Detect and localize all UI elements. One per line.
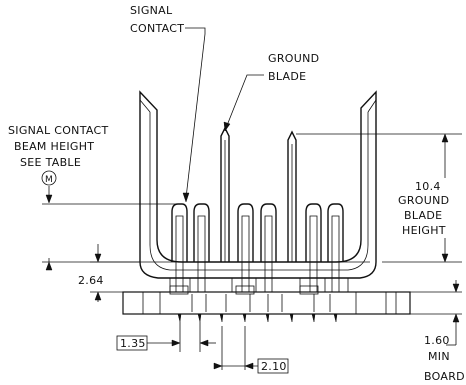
beam-height-label-line3: SEE TABLE: [20, 156, 81, 169]
ground-blades: [220, 126, 297, 262]
ground-blade-label-line2: BLADE: [268, 70, 306, 83]
board-label-line2: BOARD: [424, 370, 465, 383]
ground-height-label-line1: GROUND: [398, 194, 449, 207]
dim-pitch-a: 1.35: [120, 337, 146, 350]
pcb-board: [122, 285, 411, 315]
signal-contact-callout: SIGNAL CONTACT: [130, 4, 206, 203]
signal-contacts: [171, 203, 344, 262]
signal-contact-label-line1: SIGNAL: [130, 4, 173, 17]
pin-tips: [177, 313, 338, 323]
connector-housing: [139, 90, 377, 279]
contact-tails: [169, 262, 349, 295]
beam-height-label-line2: BEAM HEIGHT: [14, 140, 94, 153]
dim-left-height: 2.64: [78, 274, 104, 287]
signal-contact-label-line2: CONTACT: [130, 22, 184, 35]
dim-pitch-b: 2.10: [261, 360, 287, 373]
board-value: 1.60: [424, 334, 450, 347]
dim-2-64: 2.64: [78, 244, 140, 302]
m-symbol: M: [45, 175, 53, 185]
ground-height-value: 10.4: [415, 180, 441, 193]
board-thickness-dimension: 1.60 MIN BOARD: [410, 280, 465, 383]
ground-blade-label-line1: GROUND: [268, 52, 319, 65]
ground-blade-callout: GROUND BLADE: [223, 52, 319, 132]
beam-height-label-line1: SIGNAL CONTACT: [8, 124, 109, 137]
beam-height-callout: SIGNAL CONTACT BEAM HEIGHT SEE TABLE M: [8, 124, 370, 271]
ground-blade-height-dimension: 10.4 GROUND BLADE HEIGHT: [296, 133, 462, 263]
ground-height-label-line2: BLADE: [404, 209, 442, 222]
pitch-dimensions: 1.35 2.10: [116, 322, 289, 374]
ground-height-label-line3: HEIGHT: [402, 224, 446, 237]
board-label-line1: MIN: [428, 350, 450, 363]
